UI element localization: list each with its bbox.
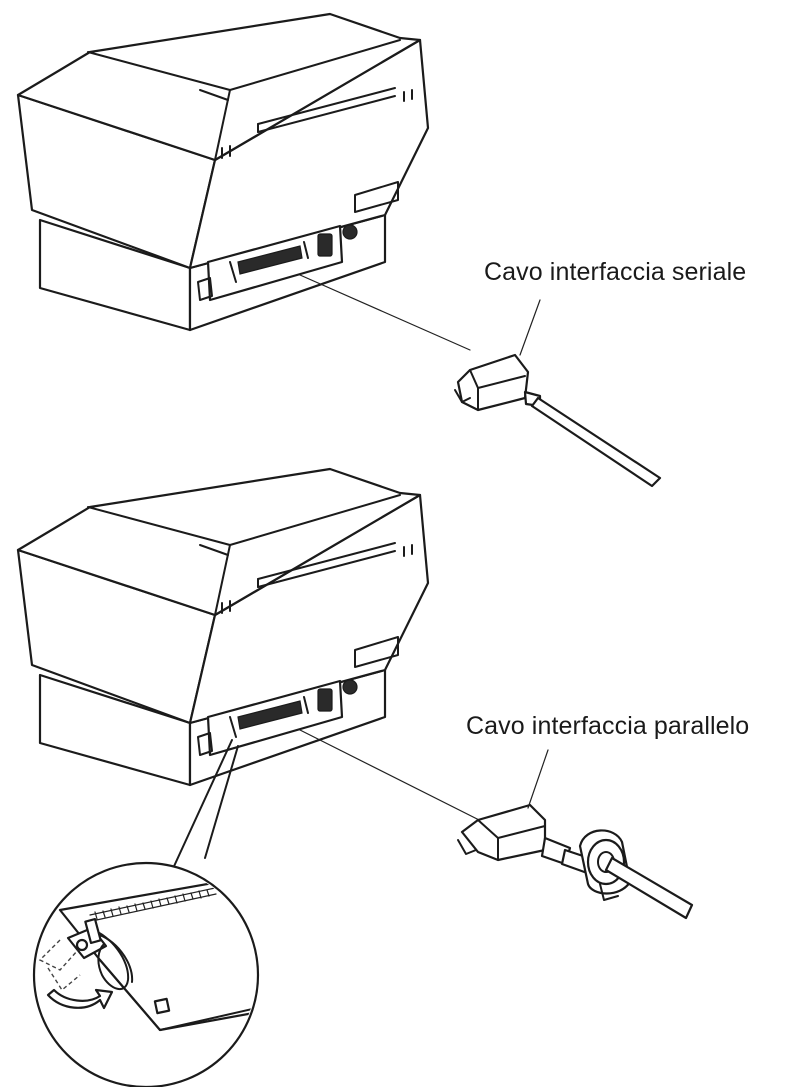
printer-serial-icon xyxy=(16,12,430,332)
parallel-connector-icon xyxy=(457,749,694,920)
printer-parallel-icon xyxy=(16,467,430,787)
parallel-leader-line xyxy=(299,729,506,834)
magnifier-line-left xyxy=(169,739,233,876)
serial-leader-line xyxy=(299,274,471,351)
serial-cable-label: Cavo interfaccia seriale xyxy=(484,258,747,286)
magnifier-detail-icon xyxy=(32,861,260,1089)
serial-connector-icon xyxy=(454,299,662,488)
magnifier-line-right xyxy=(204,745,239,859)
parallel-cable-label: Cavo interfaccia parallelo xyxy=(466,712,750,740)
